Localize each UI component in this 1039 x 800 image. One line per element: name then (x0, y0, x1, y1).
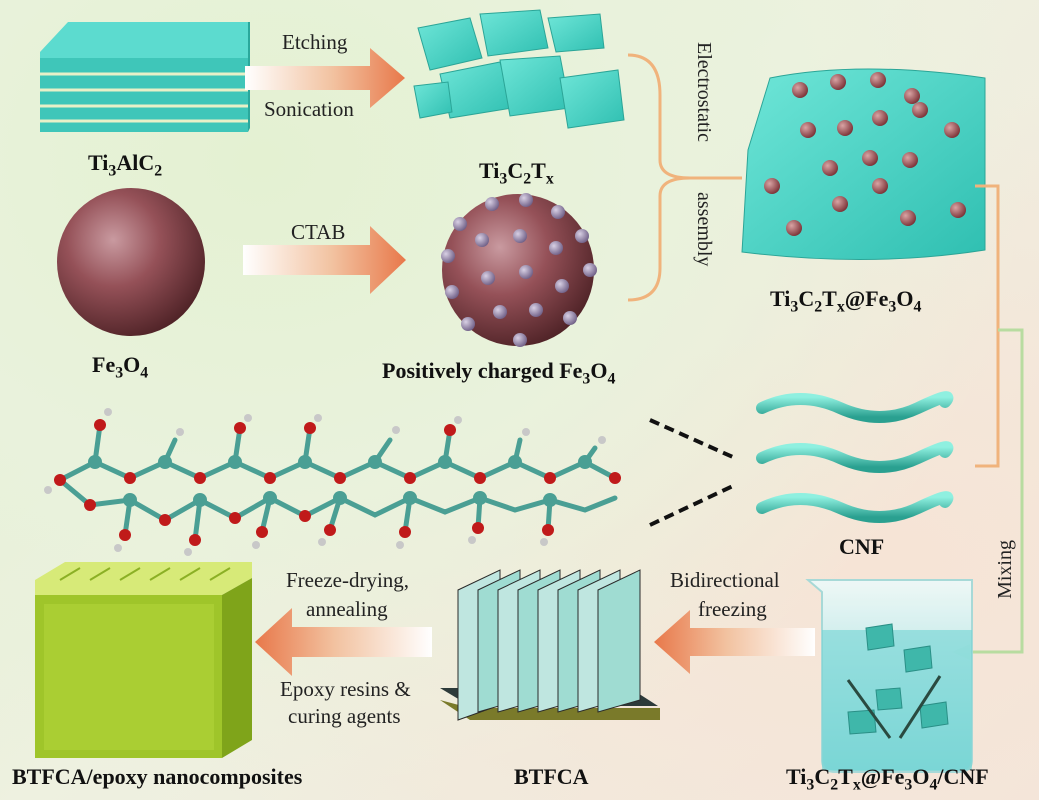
sonication-label: Sonication (264, 97, 354, 121)
zoom-dashed-lines-icon (649, 418, 736, 527)
ti3c2tx-flakes-icon (413, 9, 625, 129)
annealing-label: annealing (306, 597, 388, 621)
cnf-label: CNF (839, 534, 885, 559)
ti3c2tx-fe3o4-cnf-label: Ti3C2Tx@Fe3O4/CNF (786, 764, 989, 794)
positively-charged-fe3o4-label: Positively charged Fe3O4 (382, 358, 616, 388)
ctab-arrow-icon (243, 226, 406, 294)
freeze-drying-label: Freeze-drying, (286, 568, 410, 592)
mixing-connector-icon (968, 328, 1024, 654)
freezing-label: freezing (698, 597, 767, 621)
ctab-label: CTAB (291, 220, 346, 244)
freezing-arrow-icon (654, 610, 815, 674)
ti3alc2-block-icon (40, 22, 250, 132)
btfca-block-icon (440, 569, 660, 721)
beaker-icon (805, 579, 973, 773)
electrostatic-label: Electrostatic (693, 42, 715, 142)
etching-arrow-icon (245, 48, 405, 108)
ti3c2tx-label: Ti3C2Tx (479, 158, 554, 188)
bidirectional-label: Bidirectional (670, 568, 780, 592)
cnf-fibers-icon (756, 391, 954, 523)
ti3c2tx-fe3o4-sheet-icon (741, 68, 986, 260)
electrostatic-bracket-icon (627, 53, 691, 302)
ti3alc2-label: Ti3AlC2 (88, 150, 163, 180)
btfca-epoxy-block-icon (35, 562, 252, 758)
positively-charged-fe3o4-icon (441, 193, 597, 347)
cnf-bracket-icon (975, 184, 1000, 468)
etching-label: Etching (282, 30, 348, 54)
epoxy-resins-label: Epoxy resins & (280, 677, 411, 701)
assembly-label: assembly (693, 192, 715, 267)
freeze-drying-arrow-icon (255, 608, 432, 676)
ti3c2tx-fe3o4-label: Ti3C2Tx@Fe3O4 (770, 286, 922, 316)
fe3o4-label: Fe3O4 (92, 352, 149, 382)
btfca-epoxy-label: BTFCA/epoxy nanocomposites (12, 764, 303, 789)
btfca-label: BTFCA (514, 764, 589, 789)
curing-agents-label: curing agents (288, 704, 401, 728)
mixing-label: Mixing (994, 540, 1016, 599)
cellulose-molecule-icon (44, 408, 621, 556)
fe3o4-sphere-icon (57, 188, 205, 336)
